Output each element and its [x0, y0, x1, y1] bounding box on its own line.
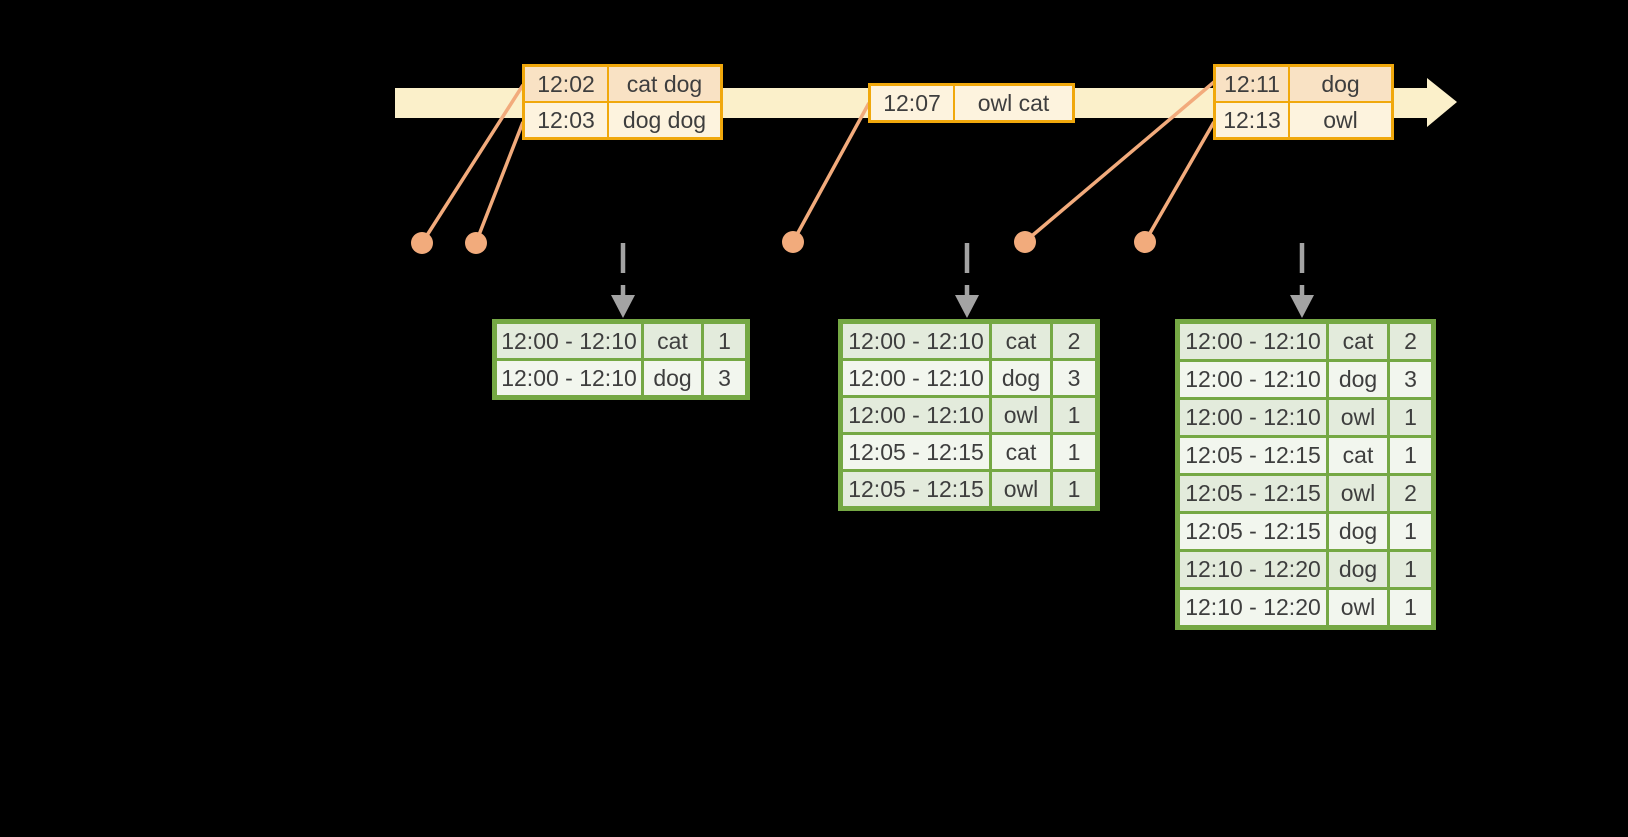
window-cell: 12:05 - 12:15: [1180, 476, 1326, 511]
window-cell: 12:10 - 12:20: [1180, 552, 1326, 587]
count-cell: 3: [1390, 362, 1431, 397]
word-cell: dog: [1329, 362, 1387, 397]
event-words-cell: dog dog: [609, 103, 720, 137]
word-cell: owl: [1329, 400, 1387, 435]
count-cell: 1: [1390, 438, 1431, 473]
event-dot-2: [465, 232, 487, 254]
window-cell: 12:00 - 12:10: [1180, 324, 1326, 359]
window-cell: 12:00 - 12:10: [843, 324, 989, 358]
count-cell: 1: [1390, 590, 1431, 625]
count-cell: 1: [1053, 398, 1095, 432]
connector-line-3: [792, 102, 871, 241]
word-cell: dog: [1329, 552, 1387, 587]
event-dot-3: [782, 231, 804, 253]
connector-line-2: [475, 121, 525, 241]
window-cell: 12:00 - 12:10: [843, 361, 989, 395]
word-cell: cat: [644, 324, 701, 358]
window-cell: 12:00 - 12:10: [1180, 362, 1326, 397]
window-cell: 12:05 - 12:15: [843, 472, 989, 506]
word-cell: owl: [1329, 476, 1387, 511]
count-cell: 1: [1053, 472, 1095, 506]
event-time-cell: 12:07: [871, 86, 953, 120]
count-cell: 1: [704, 324, 745, 358]
word-cell: dog: [1329, 514, 1387, 549]
window-cell: 12:00 - 12:10: [497, 361, 641, 395]
connector-line-4: [1025, 80, 1216, 242]
count-cell: 1: [1053, 435, 1095, 469]
event-time-cell: 12:03: [525, 103, 607, 137]
event-time-cell: 12:13: [1216, 103, 1288, 137]
window-cell: 12:00 - 12:10: [843, 398, 989, 432]
window-cell: 12:00 - 12:10: [497, 324, 641, 358]
event-time-cell: 12:02: [525, 67, 607, 101]
event-words-cell: dog: [1290, 67, 1391, 101]
trigger-arrow-1: [611, 243, 635, 318]
word-cell: dog: [644, 361, 701, 395]
word-cell: cat: [1329, 438, 1387, 473]
count-cell: 2: [1053, 324, 1095, 358]
window-cell: 12:05 - 12:15: [1180, 438, 1326, 473]
event-words-cell: cat dog: [609, 67, 720, 101]
event-dot-5: [1134, 231, 1156, 253]
event-words-cell: owl: [1290, 103, 1391, 137]
connector-line-5: [1144, 121, 1216, 241]
word-cell: dog: [992, 361, 1050, 395]
trigger-arrow-3: [1290, 243, 1314, 318]
count-cell: 3: [704, 361, 745, 395]
window-cell: 12:00 - 12:10: [1180, 400, 1326, 435]
word-cell: cat: [992, 324, 1050, 358]
event-words-cell: owl cat: [955, 86, 1072, 120]
count-cell: 1: [1390, 552, 1431, 587]
trigger-arrow-2: [955, 243, 979, 318]
event-time-cell: 12:11: [1216, 67, 1288, 101]
count-cell: 1: [1390, 400, 1431, 435]
window-cell: 12:10 - 12:20: [1180, 590, 1326, 625]
count-cell: 3: [1053, 361, 1095, 395]
count-cell: 2: [1390, 324, 1431, 359]
count-cell: 2: [1390, 476, 1431, 511]
window-cell: 12:05 - 12:15: [1180, 514, 1326, 549]
connector-line-1: [422, 84, 525, 241]
word-cell: owl: [1329, 590, 1387, 625]
count-cell: 1: [1390, 514, 1431, 549]
window-cell: 12:05 - 12:15: [843, 435, 989, 469]
word-cell: cat: [992, 435, 1050, 469]
word-cell: cat: [1329, 324, 1387, 359]
word-cell: owl: [992, 472, 1050, 506]
word-cell: owl: [992, 398, 1050, 432]
event-dot-1: [411, 232, 433, 254]
event-dot-4: [1014, 231, 1036, 253]
